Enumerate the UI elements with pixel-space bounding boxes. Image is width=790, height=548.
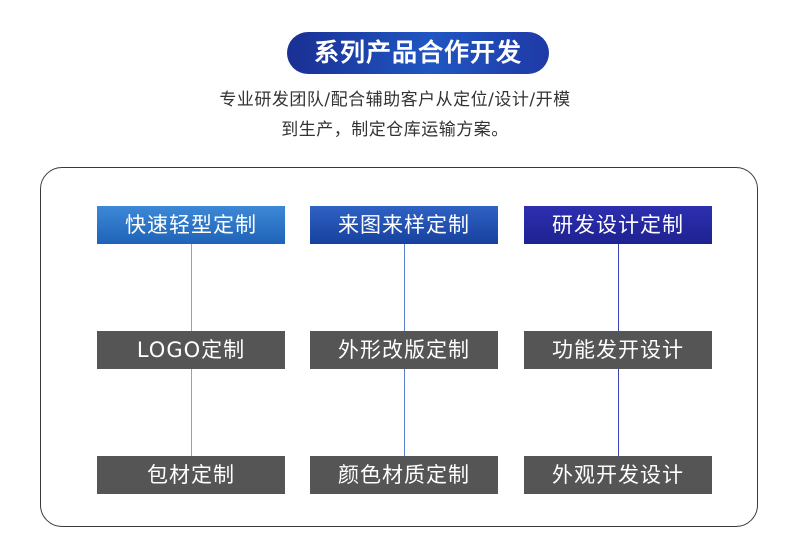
column-sample-custom: 来图来样定制 外形改版定制 颜色材质定制	[310, 168, 498, 528]
service-item-logo-custom: LOGO定制	[97, 331, 285, 369]
service-item-function-design: 功能发开设计	[524, 331, 712, 369]
column-quick-custom: 快速轻型定制 LOGO定制 包材定制	[97, 168, 285, 528]
column-rd-design-custom: 研发设计定制 功能发开设计 外观开发设计	[524, 168, 712, 528]
column-header-sample-custom: 来图来样定制	[310, 206, 498, 244]
page-title: 系列产品合作开发	[287, 32, 549, 74]
service-item-appearance-design: 外观开发设计	[524, 456, 712, 494]
service-item-shape-revision: 外形改版定制	[310, 331, 498, 369]
service-item-packaging-custom: 包材定制	[97, 456, 285, 494]
service-item-color-material: 颜色材质定制	[310, 456, 498, 494]
subtitle-line-1: 专业研发团队/配合辅助客户从定位/设计/开模	[219, 90, 571, 110]
column-header-quick-custom: 快速轻型定制	[97, 206, 285, 244]
subtitle-line-2: 到生产，制定仓库运输方案。	[281, 120, 509, 140]
service-panel: 快速轻型定制 LOGO定制 包材定制 来图来样定制 外形改版定制 颜色材质定制 …	[40, 167, 758, 527]
column-header-rd-design-custom: 研发设计定制	[524, 206, 712, 244]
